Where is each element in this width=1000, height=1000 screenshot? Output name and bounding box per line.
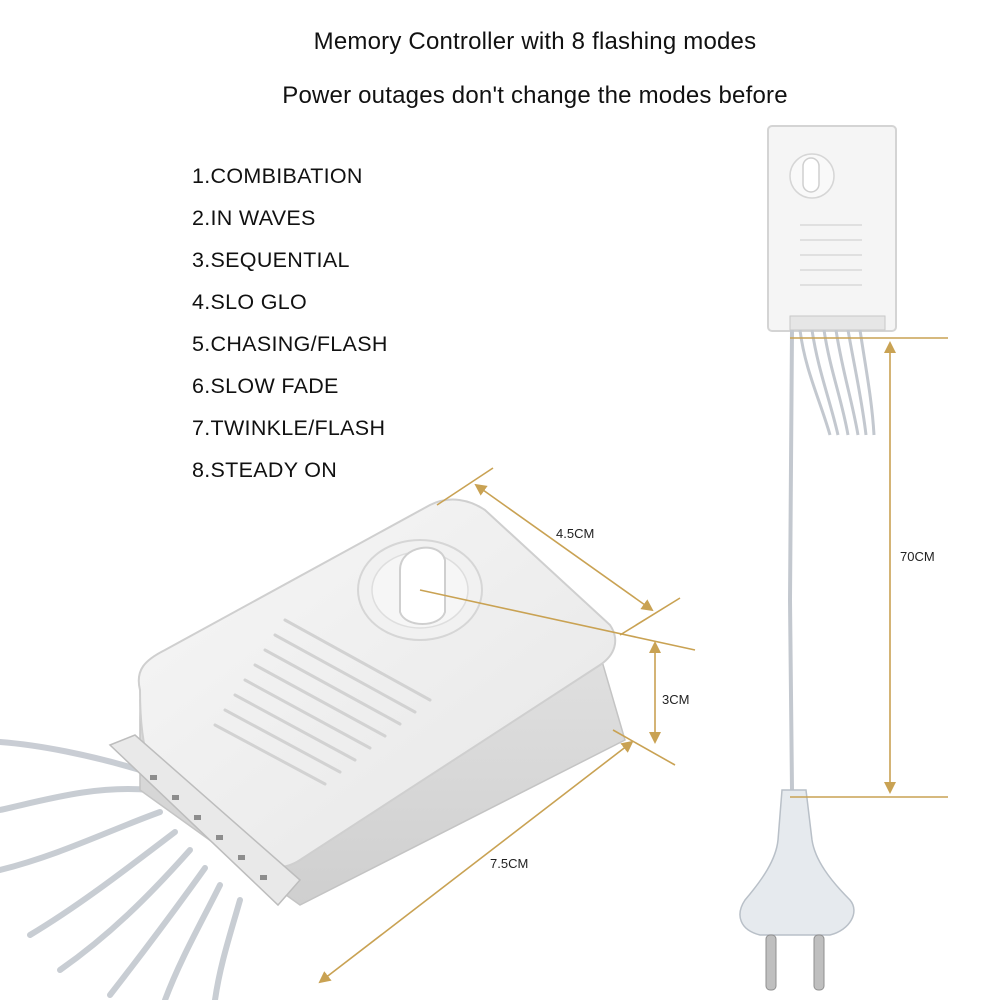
controller-box-small: [739, 125, 897, 991]
dimension-width-label: 4.5CM: [556, 526, 595, 541]
mode-item: 7.TWINKLE/FLASH: [192, 416, 386, 440]
headline-line-2: Power outages don't change the modes bef…: [282, 82, 788, 109]
mode-item: 2.IN WAVES: [192, 206, 316, 230]
headline-line-1: Memory Controller with 8 flashing modes: [313, 28, 757, 55]
mode-item: 8.STEADY ON: [192, 458, 338, 482]
dimension-height-label: 3CM: [662, 692, 690, 707]
mode-list: 1.COMBIBATION 2.IN WAVES 3.SEQUENTIAL 4.…: [192, 162, 388, 498]
mode-item: 4.SLO GLO: [192, 290, 308, 314]
knob-icon: [399, 546, 446, 625]
knob-small-icon: [802, 157, 820, 193]
dimension-lines-large: [318, 467, 696, 984]
controller-box-large: [0, 498, 626, 1000]
dimension-lines-cable: [790, 337, 948, 798]
wire-bundle-left: [0, 739, 243, 1000]
mode-item: 3.SEQUENTIAL: [192, 248, 350, 272]
dimension-cable-label: 70CM: [900, 549, 935, 564]
dimension-length-label: 7.5CM: [490, 856, 529, 871]
mode-item: 1.COMBIBATION: [192, 164, 363, 188]
mode-item: 6.SLOW FADE: [192, 374, 339, 398]
plug-icon: [739, 789, 855, 936]
mode-item: 5.CHASING/FLASH: [192, 332, 388, 356]
